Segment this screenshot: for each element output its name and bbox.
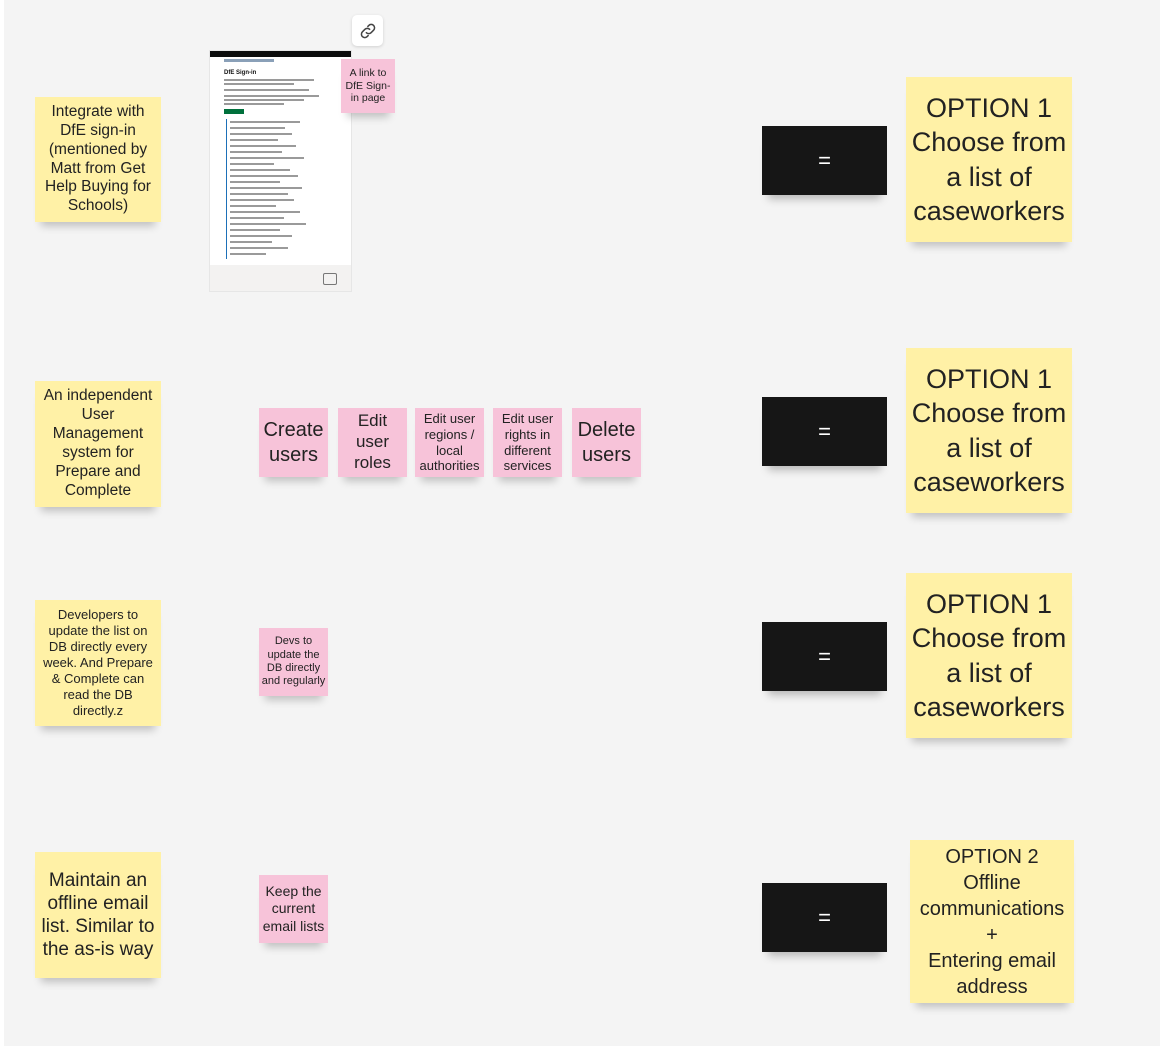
screenshot-text-line xyxy=(230,247,288,249)
note-text: Create users xyxy=(263,419,324,466)
option-body: Choose from a list of caseworkers xyxy=(911,127,1067,226)
option-sticky[interactable]: OPTION 1 Choose from a list of caseworke… xyxy=(906,348,1072,513)
screenshot-footer xyxy=(210,265,351,291)
option-sticky[interactable]: OPTION 1 Choose from a list of caseworke… xyxy=(906,77,1072,242)
equals-sign: = xyxy=(818,643,831,669)
screenshot-title: DfE Sign-in xyxy=(224,70,257,76)
approach-text: Maintain an offline email list. Similar … xyxy=(41,869,155,961)
screenshot-text-line xyxy=(224,79,314,81)
screenshot-text-line xyxy=(230,205,276,207)
equals-box[interactable]: = xyxy=(762,126,887,195)
link-icon xyxy=(360,23,375,38)
screenshot-text-line xyxy=(224,83,294,85)
equals-box[interactable]: = xyxy=(762,622,887,691)
approach-sticky-dfe-signin[interactable]: Integrate with DfE sign-in (mentioned by… xyxy=(35,97,161,222)
note-text: Edit user rights in different services xyxy=(501,410,554,474)
screenshot-text-line xyxy=(230,211,300,213)
option-title: OPTION 2 xyxy=(945,845,1039,868)
screenshot-text-line xyxy=(230,169,290,171)
note-text: Keep the current email lists xyxy=(262,883,325,934)
screenshot-text-line xyxy=(230,193,288,195)
devs-update-sticky[interactable]: Devs to update the DB directly and regul… xyxy=(259,628,328,696)
edit-user-rights-sticky[interactable]: Edit user rights in different services xyxy=(493,408,562,477)
screenshot-text-line xyxy=(230,121,300,123)
screenshot-text-line xyxy=(230,235,292,237)
approach-text: An independent User Management system fo… xyxy=(43,387,153,499)
approach-text: Integrate with DfE sign-in (mentioned by… xyxy=(45,102,151,215)
screenshot-text-line xyxy=(224,95,319,97)
screenshot-text-line xyxy=(230,199,294,201)
screenshot-text-line xyxy=(224,89,309,91)
delete-users-sticky[interactable]: Delete users xyxy=(572,408,641,477)
screenshot-start-button xyxy=(224,109,244,114)
screenshot-text-line xyxy=(230,175,298,177)
approach-text: Developers to update the list on DB dire… xyxy=(43,607,153,718)
note-text: Edit user regions / local authorities xyxy=(419,410,480,474)
screenshot-text-line xyxy=(230,133,292,135)
note-text: Edit user roles xyxy=(354,411,391,472)
screenshot-list-rule xyxy=(226,119,227,259)
screenshot-text-line xyxy=(230,229,280,231)
create-users-sticky[interactable]: Create users xyxy=(259,408,328,477)
screenshot-text-line xyxy=(230,253,266,255)
equals-sign: = xyxy=(818,904,831,930)
screenshot-text-line xyxy=(224,103,284,105)
edit-user-roles-sticky[interactable]: Edit user roles xyxy=(338,408,407,477)
option-2-sticky[interactable]: OPTION 2 Offline communications + Enteri… xyxy=(910,840,1074,1003)
edit-user-regions-sticky[interactable]: Edit user regions / local authorities xyxy=(415,408,484,477)
screenshot-text-line xyxy=(230,151,282,153)
note-text: Devs to update the DB directly and regul… xyxy=(261,635,326,688)
option-sticky[interactable]: OPTION 1 Choose from a list of caseworke… xyxy=(906,573,1072,738)
crown-crest-icon xyxy=(323,273,337,285)
keep-lists-sticky[interactable]: Keep the current email lists xyxy=(259,875,328,943)
option-line-1: Offline communications xyxy=(919,871,1065,920)
equals-box[interactable]: = xyxy=(762,397,887,466)
screenshot-breadcrumb xyxy=(224,59,274,62)
screenshot-text-line xyxy=(230,187,302,189)
option-title: OPTION 1 xyxy=(925,588,1053,619)
option-body: Choose from a list of caseworkers xyxy=(911,398,1067,497)
equals-sign: = xyxy=(818,418,831,444)
screenshot-text-line xyxy=(230,217,284,219)
screenshot-text-line xyxy=(230,181,280,183)
screenshot-text-line xyxy=(230,163,274,165)
option-line-2: Entering email address xyxy=(928,949,1056,998)
option-body: Choose from a list of caseworkers xyxy=(911,623,1067,722)
equals-sign: = xyxy=(818,147,831,173)
screenshot-text-line xyxy=(230,127,285,129)
approach-sticky-independent-system[interactable]: An independent User Management system fo… xyxy=(35,381,161,507)
equals-box[interactable]: = xyxy=(762,883,887,952)
dfe-signin-screenshot[interactable]: DfE Sign-in xyxy=(209,50,352,292)
note-text: Delete users xyxy=(577,419,636,466)
screenshot-text-line xyxy=(230,241,272,243)
screenshot-text-line xyxy=(230,145,296,147)
approach-sticky-offline-email[interactable]: Maintain an offline email list. Similar … xyxy=(35,852,161,978)
approach-sticky-developers-update[interactable]: Developers to update the list on DB dire… xyxy=(35,600,161,726)
screenshot-text-line xyxy=(230,157,304,159)
option-title: OPTION 1 xyxy=(925,363,1053,394)
screenshot-text-line xyxy=(230,139,278,141)
screenshot-header-bar xyxy=(210,51,351,57)
link-note-text: A link to DfE Sign-in page xyxy=(345,66,391,105)
link-note-sticky[interactable]: A link to DfE Sign-in page xyxy=(341,59,395,113)
option-title: OPTION 1 xyxy=(925,92,1053,123)
link-icon-button[interactable] xyxy=(352,15,383,46)
screenshot-text-line xyxy=(224,99,304,101)
screenshot-text-line xyxy=(230,223,306,225)
plus-sign: + xyxy=(986,923,998,946)
